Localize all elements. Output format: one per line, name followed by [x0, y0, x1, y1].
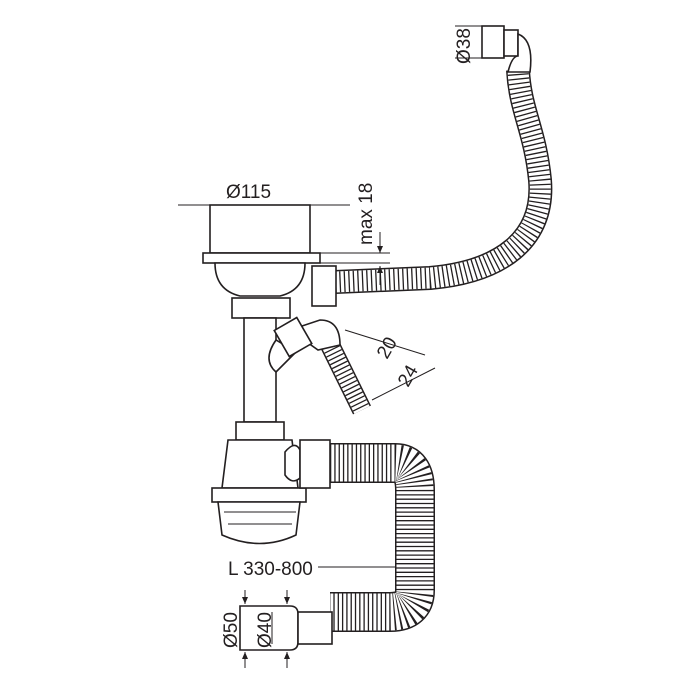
overflow-hose [334, 69, 553, 294]
drain-hose [330, 443, 435, 632]
strainer-diameter-label: Ø115 [226, 182, 271, 203]
side-inlet [268, 316, 371, 415]
overflow-nut [311, 265, 337, 307]
trap-outlet-nut [284, 439, 331, 489]
outlet-inner-label: Ø40 [255, 612, 276, 648]
strainer-basket [178, 204, 350, 297]
side-inlet-inner-label: 20 [373, 334, 402, 363]
overflow-fitting [455, 25, 532, 73]
outlet-diameter-label: Ø38 [454, 28, 475, 64]
outlet-sleeve [239, 590, 333, 668]
outlet-outer-label: Ø50 [221, 612, 242, 648]
max-thickness-label: max 18 [356, 183, 377, 245]
bottle-trap [211, 439, 307, 545]
hose-length-label: L 330-800 [228, 559, 313, 580]
tail-pipe [231, 297, 291, 441]
